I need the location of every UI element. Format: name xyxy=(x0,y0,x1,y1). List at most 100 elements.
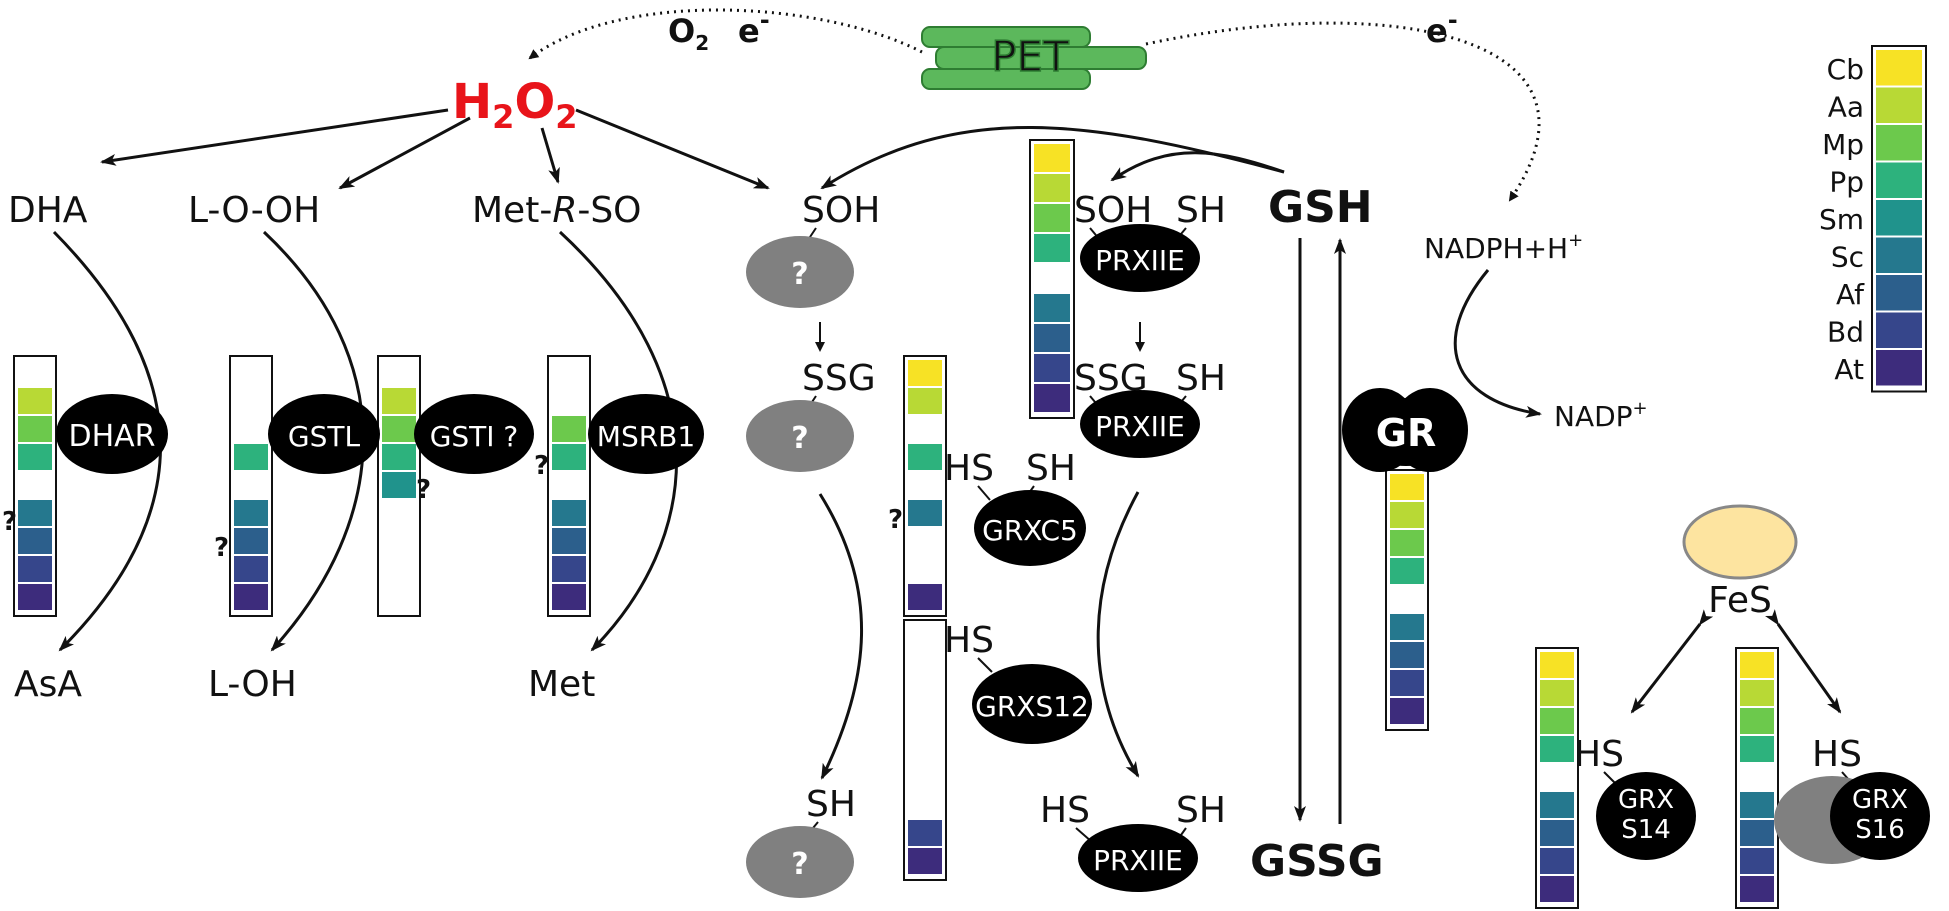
gsti-question-mark: ? xyxy=(416,475,431,505)
arrow-prx-ssg-sh xyxy=(1096,491,1140,778)
electron-right-label: e- xyxy=(1426,6,1458,50)
h2o2-label: H2O2 xyxy=(452,74,578,136)
gr-cell-Cb xyxy=(1390,474,1424,500)
gstl-cell-Bd xyxy=(234,556,268,582)
grxc5-enzyme: GRXC5 xyxy=(974,490,1086,566)
legend-label-Sc: Sc xyxy=(1831,240,1864,273)
legend-swatch-Sm xyxy=(1876,200,1922,236)
prx-cell-Cb xyxy=(1034,144,1070,172)
grxs16-cell-Af xyxy=(1740,820,1774,846)
grxs14-cell-Pp xyxy=(1540,736,1574,762)
grxs14-cell-Bd xyxy=(1540,848,1574,874)
unknown-protein-1: ? xyxy=(746,236,854,308)
met-label: Met xyxy=(528,664,595,705)
legend-label-At: At xyxy=(1834,353,1864,386)
pet-label: PET xyxy=(991,32,1069,81)
prx-cell-Aa xyxy=(1034,174,1070,202)
grxc5-hs-label: HS xyxy=(944,448,994,489)
grxc5-cell-Cb xyxy=(908,360,942,386)
gsti-enzyme: GSTI ? xyxy=(414,394,534,474)
msrb1-question-mark: ? xyxy=(534,451,549,481)
grxs14-cell-Af xyxy=(1540,820,1574,846)
arrow-fes-grxs16 xyxy=(1765,609,1842,714)
dhar-cell-Pp xyxy=(18,444,52,470)
unknown-protein-3: ? xyxy=(746,826,854,898)
grxs12-hs-label: HS xyxy=(944,620,994,661)
grxs16-cell-Aa xyxy=(1740,680,1774,706)
grxs14-enzyme: GRX S14 xyxy=(1596,772,1696,860)
gstl-cell-Pp xyxy=(234,444,268,470)
arrow-h2o2-dha xyxy=(100,108,449,166)
dhar-question-mark: ? xyxy=(2,507,17,537)
dhar-cell-Sc xyxy=(18,500,52,526)
dhar-presence-bar xyxy=(13,355,57,617)
svg-text:GR: GR xyxy=(1376,411,1436,455)
gstl-presence-bar xyxy=(229,355,273,617)
legend-label-Cb: Cb xyxy=(1827,53,1864,86)
grxs14-cell-Mp xyxy=(1540,708,1574,734)
gr-cell-Mp xyxy=(1390,530,1424,556)
grxs12-cell-Bd xyxy=(908,820,942,846)
svg-text:PRXIIE: PRXIIE xyxy=(1095,410,1185,443)
svg-text:GSTI ?: GSTI ? xyxy=(430,420,519,453)
gr-presence-bar xyxy=(1385,469,1429,731)
arrow-gsh-to-prx xyxy=(1110,151,1285,182)
grxs16-enzyme: GRX S16 xyxy=(1774,772,1930,864)
unknown-protein-2: ? xyxy=(746,400,854,472)
grxs16-cell-Mp xyxy=(1740,708,1774,734)
prx-sh-label-1: SH xyxy=(1176,190,1226,231)
grxs14-cell-At xyxy=(1540,876,1574,902)
grxc5-presence-bar xyxy=(903,355,947,617)
gr-enzyme: GR xyxy=(1342,388,1468,472)
unknown-soh-label: SOH xyxy=(802,190,880,231)
gsti-cell-Aa xyxy=(382,388,416,414)
prx-cell-Mp xyxy=(1034,204,1070,232)
fes-cluster xyxy=(1682,504,1798,580)
grxc5-question-mark: ? xyxy=(888,505,903,535)
arrow-nadph-nadp xyxy=(1453,269,1542,418)
legend-swatch-Af xyxy=(1876,275,1922,311)
svg-text:GRXC5: GRXC5 xyxy=(982,514,1078,547)
svg-text:GRXS12: GRXS12 xyxy=(975,690,1089,723)
prx-presence-bar xyxy=(1029,139,1075,419)
electron-left-label: e- xyxy=(738,6,770,50)
prx-sh-label-3: SH xyxy=(1176,790,1226,831)
msrb1-cell-Sc xyxy=(552,500,586,526)
gstl-cell-Sc xyxy=(234,500,268,526)
legend-swatch-Mp xyxy=(1876,125,1922,161)
pet-to-h2o2-dotted-arrow xyxy=(528,8,923,60)
gsti-presence-bar xyxy=(377,355,421,617)
msrb1-cell-Bd xyxy=(552,556,586,582)
arrow-ssg-sh xyxy=(818,493,863,780)
prx-cell-Bd xyxy=(1034,354,1070,382)
gr-cell-Sc xyxy=(1390,614,1424,640)
legend-label-Bd: Bd xyxy=(1827,315,1864,348)
grxc5-sh-label: SH xyxy=(1026,448,1076,489)
prx-enzyme-3: PRXIIE xyxy=(1078,824,1198,892)
grxs12-cell-At xyxy=(908,848,942,874)
gr-cell-Bd xyxy=(1390,670,1424,696)
legend-label-Af: Af xyxy=(1836,278,1865,311)
svg-text:S16: S16 xyxy=(1855,815,1905,845)
fes-label: FeS xyxy=(1708,580,1772,621)
dhar-enzyme: DHAR xyxy=(56,394,168,474)
arrow-h2o2-soh xyxy=(575,108,770,190)
nadph-label: NADPH+H+ xyxy=(1424,230,1583,265)
grxs14-cell-Sc xyxy=(1540,792,1574,818)
dhar-cell-At xyxy=(18,584,52,610)
gstl-enzyme: GSTL xyxy=(268,394,380,474)
o2-label: O2 xyxy=(668,12,709,55)
pet-membrane-stack: PET xyxy=(921,26,1147,90)
msrb1-cell-Af xyxy=(552,528,586,554)
svg-text:S14: S14 xyxy=(1621,815,1671,845)
met-r-so-label: Met-R-SO xyxy=(472,190,642,231)
prx-cell-Sc xyxy=(1034,294,1070,322)
grxs14-hs-label: HS xyxy=(1574,734,1624,775)
dhar-cell-Aa xyxy=(18,388,52,414)
legend-label-Mp: Mp xyxy=(1822,128,1864,161)
prx-enzyme-2: PRXIIE xyxy=(1080,390,1200,458)
svg-text:?: ? xyxy=(791,257,808,292)
prx-sh-label-2: SH xyxy=(1176,358,1226,399)
